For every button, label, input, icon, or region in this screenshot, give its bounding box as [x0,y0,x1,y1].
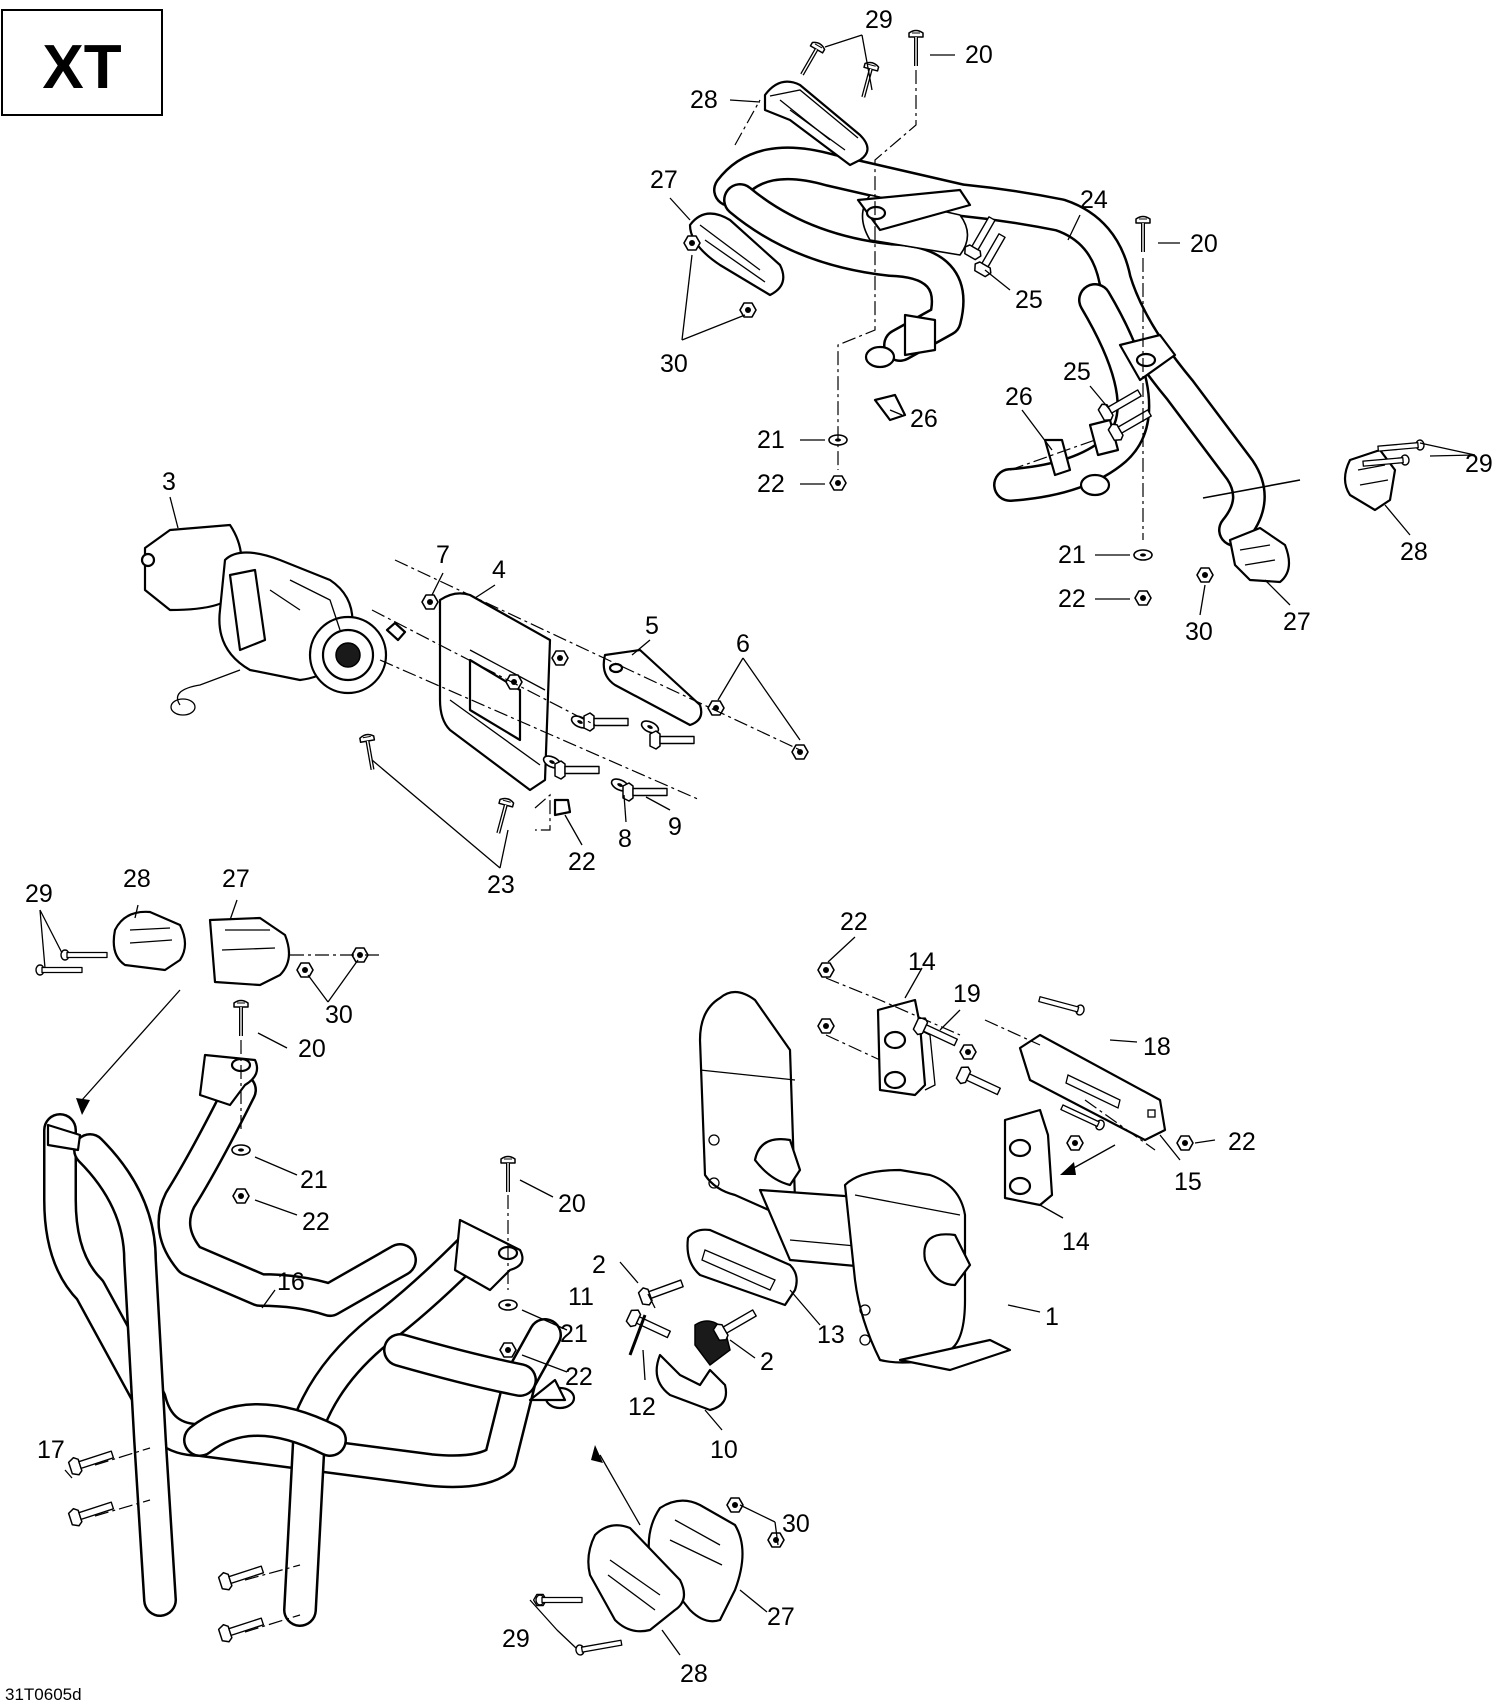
bracket-14-upper [876,998,936,1097]
callout-21-left: 21 [300,1166,328,1194]
callout-9: 9 [668,813,682,841]
callout-29-top: 29 [865,6,893,34]
callout-2-upper: 2 [592,1251,606,1279]
callout-1: 1 [1045,1303,1059,1331]
callout-22-hitch: 22 [840,908,868,936]
callout-27-bottom: 27 [767,1603,795,1631]
callout-20-bumper: 20 [558,1190,586,1218]
model-badge: XT [1,9,163,116]
bracket-15 [1018,1033,1167,1142]
callout-8: 8 [618,825,632,853]
callout-25-right: 25 [1063,358,1091,386]
callout-22-top: 22 [757,470,785,498]
winch-guard-1 [698,990,1012,1372]
callout-21-top: 21 [757,426,785,454]
callout-29-bottom: 29 [502,1625,530,1653]
callout-6: 6 [736,630,750,658]
callout-17: 17 [37,1436,65,1464]
callout-22-bracket: 22 [1228,1128,1256,1156]
model-badge-text: XT [42,33,121,102]
fairlead-13 [686,1228,798,1307]
right-handle-27 [1228,526,1291,584]
leader-lines [39,34,1476,1656]
callout-22-bumper: 22 [565,1363,593,1391]
callout-14-upper: 14 [908,948,936,976]
callout-21-right: 21 [1058,541,1086,569]
callout-5: 5 [645,612,659,640]
callout-15: 15 [1174,1168,1202,1196]
callout-28-left: 28 [123,865,151,893]
callout-labels: 29 20 28 27 24 20 25 30 25 26 26 21 22 2… [25,6,1493,1688]
callout-30-bottom: 30 [782,1510,810,1538]
winch-assembly [140,523,388,716]
callout-14-lower: 14 [1062,1228,1090,1256]
callout-30-right: 30 [1185,618,1213,646]
callout-19: 19 [953,980,981,1008]
callout-27-left: 27 [222,865,250,893]
callout-2-lower: 2 [760,1348,774,1376]
callout-10: 10 [710,1436,738,1464]
fairlead-bracket-5 [602,648,703,727]
callout-16: 16 [277,1268,305,1296]
callout-23: 23 [487,871,515,899]
callout-30-left: 30 [325,1001,353,1029]
callout-21-bumper: 21 [560,1320,588,1348]
front-bumper-assembly [43,1053,576,1627]
callout-25-mid: 25 [1015,286,1043,314]
rear-bumper-assembly [713,146,1301,547]
callout-20-top: 20 [965,41,993,69]
bottom-handle-28 [587,1524,686,1633]
callout-27-right: 27 [1283,608,1311,636]
callout-22-winch: 22 [568,848,596,876]
callout-12: 12 [628,1393,656,1421]
callout-30-top: 30 [660,350,688,378]
callout-29-left: 29 [25,880,53,908]
callout-11: 11 [568,1283,594,1311]
callout-7: 7 [436,541,450,569]
callout-20-right: 20 [1190,230,1218,258]
diagram-code: 31T0605d [5,1685,82,1704]
upper-handle-27 [688,212,785,297]
callout-26-right: 26 [1005,383,1033,411]
callout-28-top: 28 [690,86,718,114]
callout-22-left: 22 [302,1208,330,1236]
callout-24: 24 [1080,186,1108,214]
callout-20-left: 20 [298,1035,326,1063]
callout-18: 18 [1143,1033,1171,1061]
callout-13: 13 [817,1321,845,1349]
callout-29-right: 29 [1465,450,1493,478]
upper-handle-28 [763,80,869,167]
callout-28-right: 28 [1400,538,1428,566]
callout-3: 3 [162,468,176,496]
callout-4: 4 [492,556,506,584]
winch-mount-plate [438,592,552,792]
left-handle-28 [112,910,187,972]
callout-28-bottom: 28 [680,1660,708,1688]
callout-26-mid: 26 [910,405,938,433]
callout-27-top: 27 [650,166,678,194]
left-handle-27 [208,916,291,987]
bracket-14-lower [1003,1108,1054,1207]
callout-22-right: 22 [1058,585,1086,613]
